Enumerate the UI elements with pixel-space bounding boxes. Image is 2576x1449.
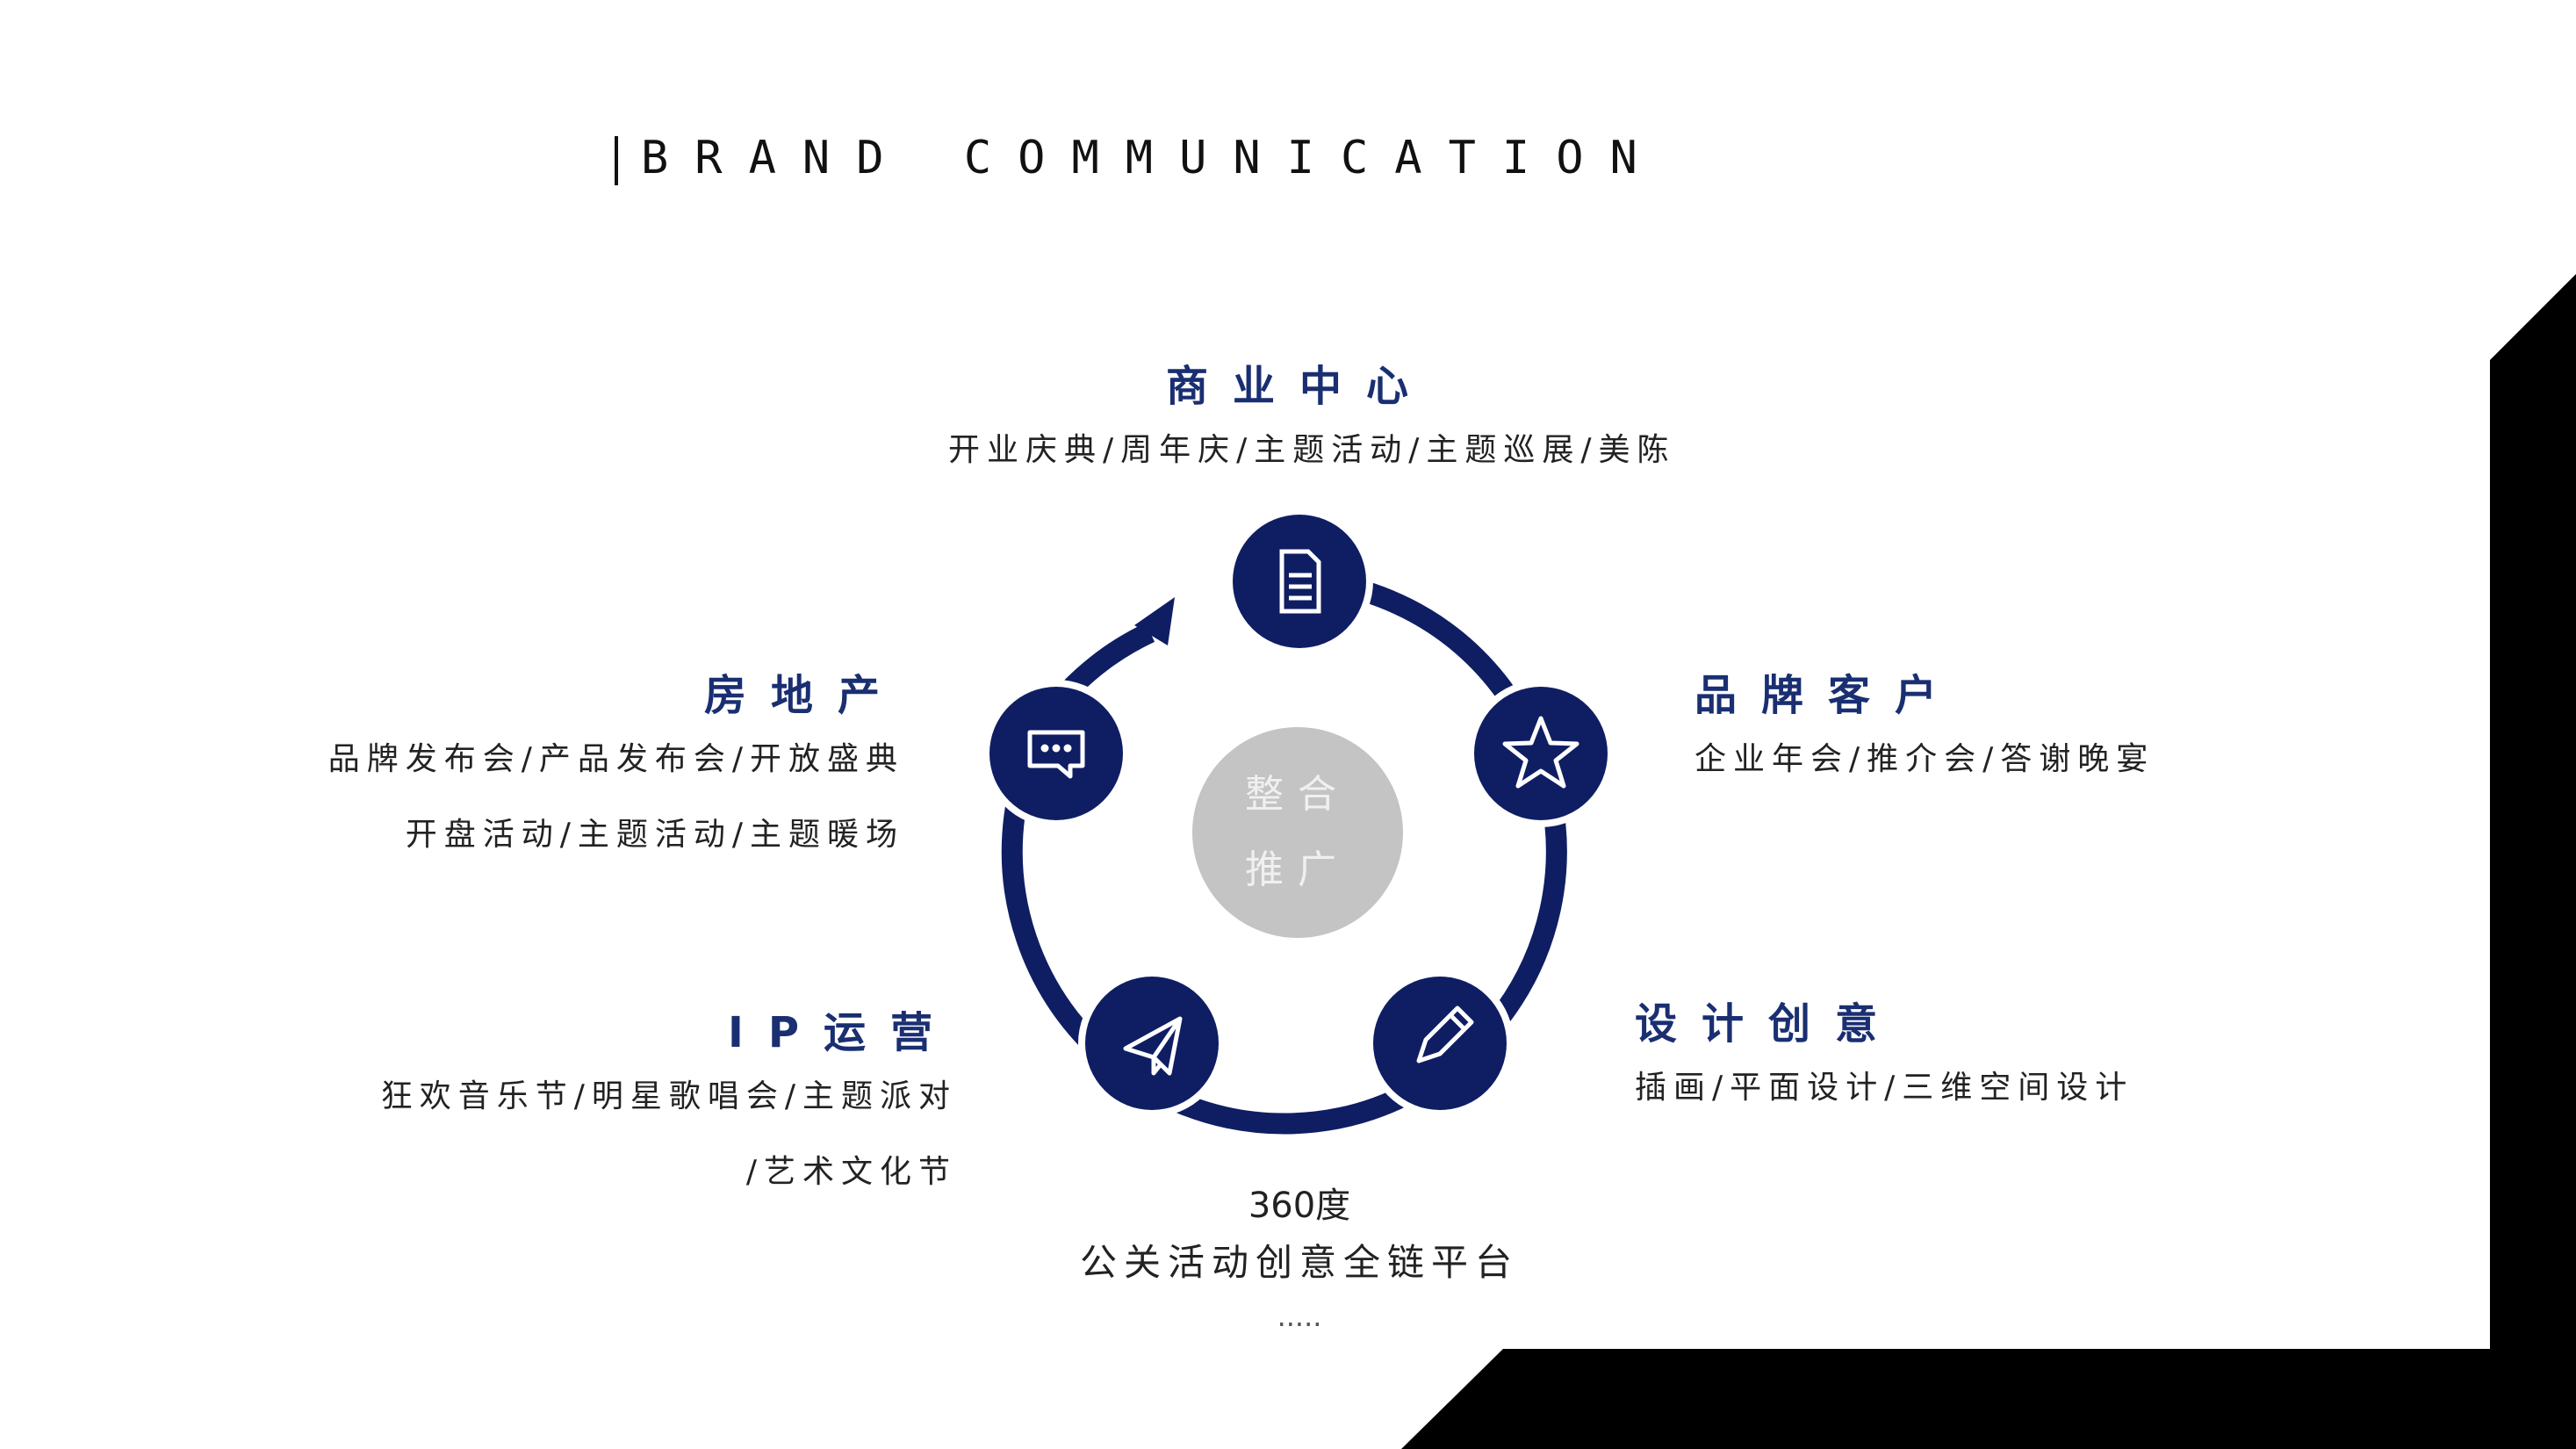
title-bar-divider — [615, 136, 618, 185]
footer-ellipsis: ..... — [1277, 1300, 1322, 1333]
node-brand-desc: 企业年会/推介会/答谢晚宴 — [1695, 741, 2155, 777]
center-label-line2: 推广 — [1245, 847, 1350, 892]
node-design-desc: 插画/平面设计/三维空间设计 — [1635, 1070, 2134, 1106]
node-realestate-desc-1: 品牌发布会/产品发布会/开放盛典 — [327, 741, 904, 777]
chat-icon — [1027, 730, 1085, 779]
page-title: BRAND COMMUNICATION — [615, 132, 1664, 185]
node-commercial-desc: 开业庆典/周年庆/主题活动/主题巡展/美陈 — [948, 432, 1676, 468]
node-commercial-heading: 商业中心 — [1165, 362, 1433, 411]
title-text: BRAND COMMUNICATION — [641, 132, 1664, 184]
ring-arrowhead — [1134, 597, 1175, 645]
node-commercial: 商业中心 开业庆典/周年庆/主题活动/主题巡展/美陈 — [948, 360, 1676, 488]
node-realestate-desc-2: 开盘活动/主题活动/主题暖场 — [405, 817, 904, 853]
center-label-line1: 整合 — [1245, 772, 1350, 817]
node-brand-heading: 品牌客户 — [1695, 671, 1962, 720]
paper-plane-icon — [1123, 1016, 1183, 1076]
node-realestate-heading: 房地产 — [703, 671, 904, 720]
footer-platform: 公关活动创意全链平台 — [1079, 1241, 1519, 1284]
pencil-icon — [1416, 1006, 1474, 1063]
node-design: 设计创意 插画/平面设计/三维空间设计 — [1635, 998, 2133, 1126]
center-hub: 整合 推广 — [1192, 727, 1403, 938]
footer-360: 360度 — [1248, 1186, 1351, 1226]
node-circles — [982, 508, 1615, 1117]
document-icon — [1279, 549, 1321, 614]
node-ip-desc-2: /艺术文化节 — [745, 1154, 957, 1190]
node-ip-heading: IP运营 — [727, 1008, 957, 1057]
node-ip: IP运营 狂欢音乐节/明星歌唱会/主题派对 /艺术文化节 — [316, 1006, 957, 1210]
node-ip-desc-1: 狂欢音乐节/明星歌唱会/主题派对 — [380, 1078, 957, 1114]
node-brand: 品牌客户 企业年会/推介会/答谢晚宴 — [1695, 669, 2155, 797]
node-realestate: 房地产 品牌发布会/产品发布会/开放盛典 开盘活动/主题活动/主题暖场 — [263, 669, 904, 873]
star-icon — [1502, 716, 1579, 789]
node-design-heading: 设计创意 — [1635, 999, 1903, 1049]
